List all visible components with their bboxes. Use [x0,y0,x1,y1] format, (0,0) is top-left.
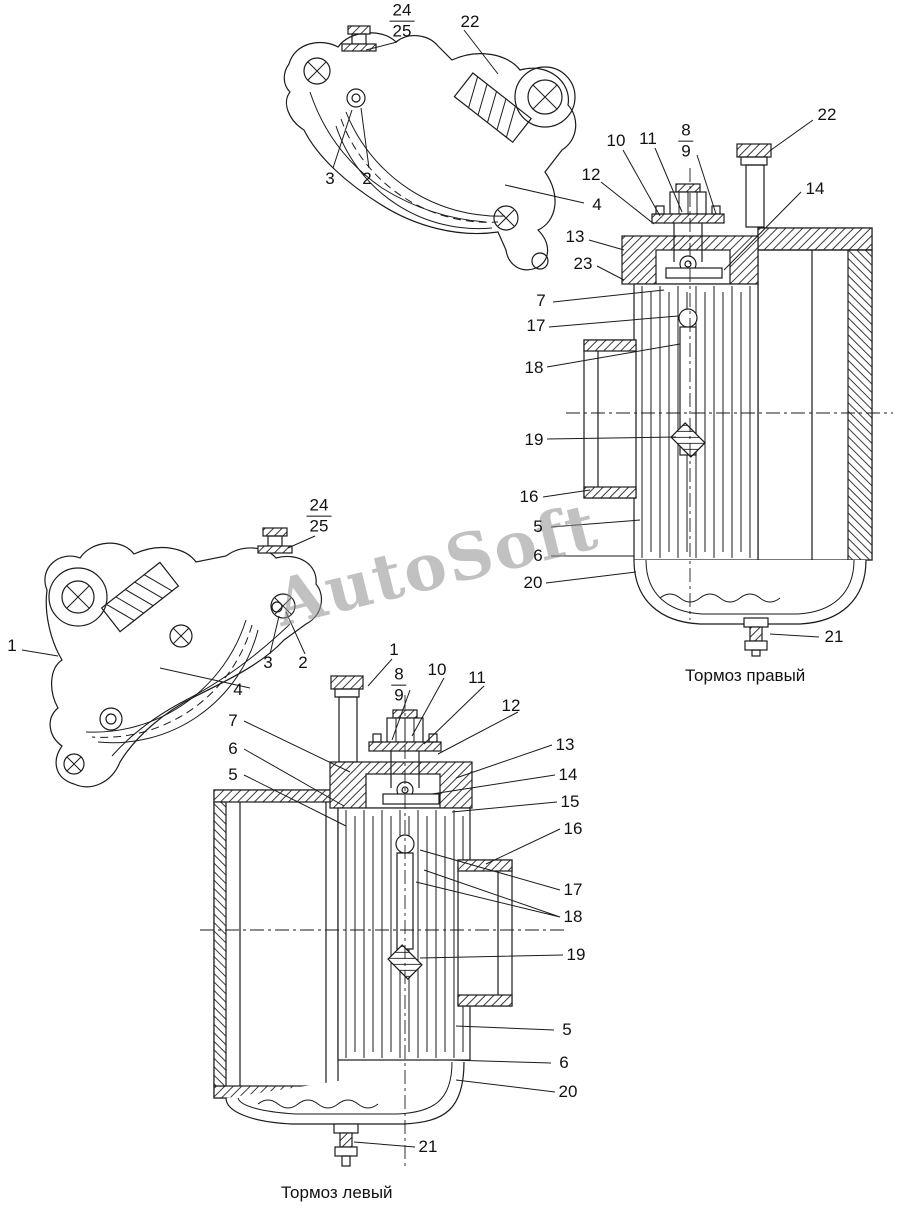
caption-right-brake: Тормоз правый [685,666,806,685]
spring [453,72,533,144]
leader-lines [21,29,820,1148]
right-brake-section [566,143,893,657]
spring [100,561,180,633]
mounting-bolt [257,527,293,554]
left-brake-section [200,675,566,1170]
caption-left-brake: Тормоз левый [281,1183,393,1202]
left-bracket-assembly [44,527,323,788]
top-bracket-assembly [283,25,577,271]
